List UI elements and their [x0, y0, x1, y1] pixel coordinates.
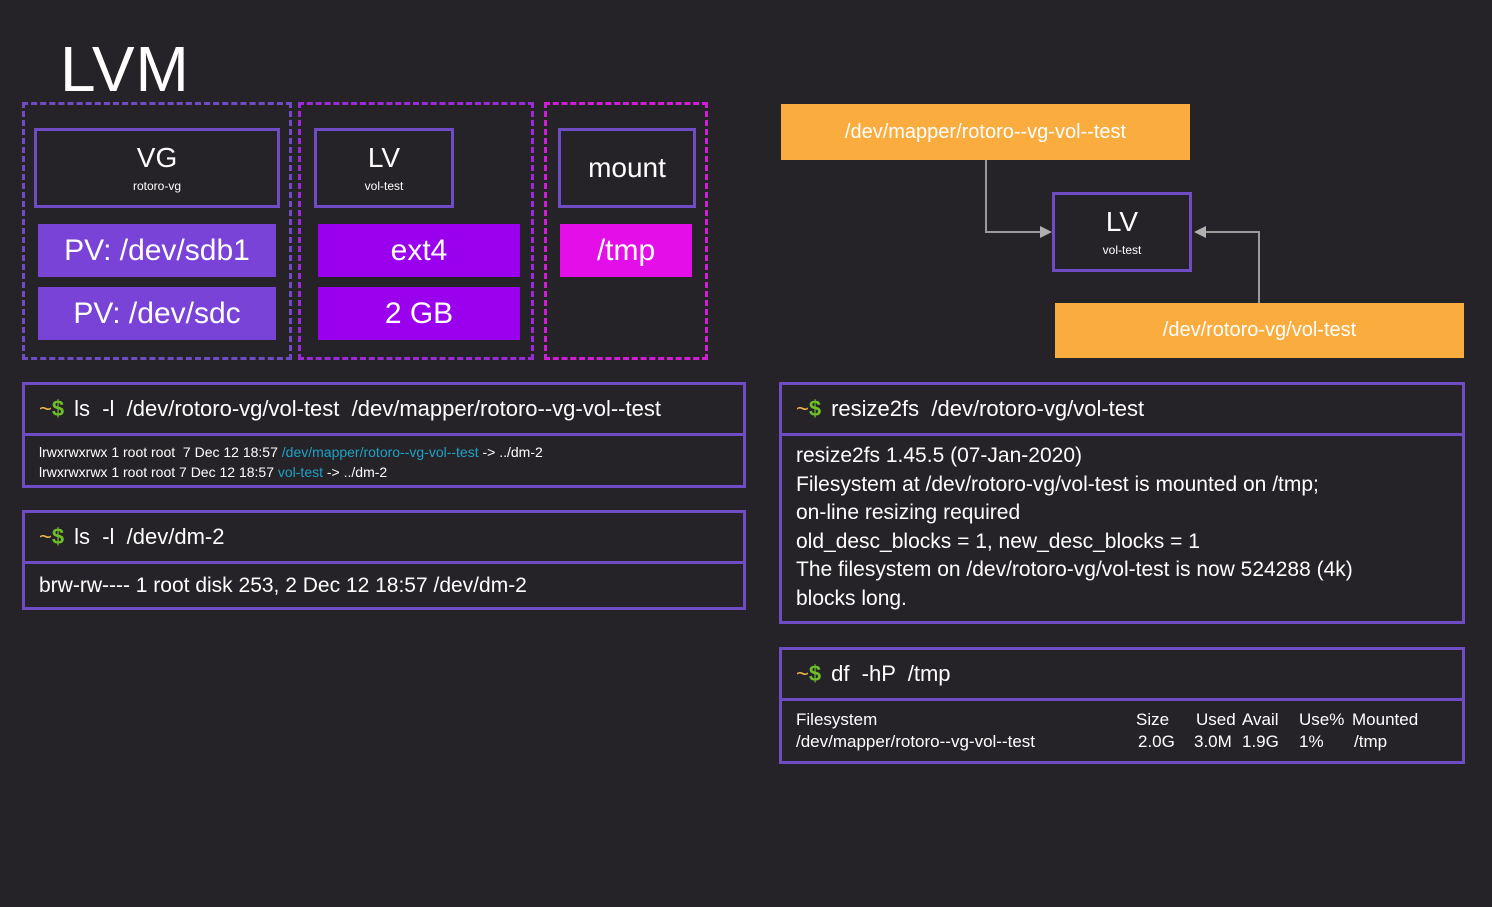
diagram-arrows: [985, 158, 1260, 303]
prompt-tilde: ~: [39, 396, 52, 421]
output-prefix: lrwxrwxrwx 1 root root 7 Dec 12 18:57: [39, 444, 282, 460]
terminal-ls-links: ~$ ls -l /dev/rotoro-vg/vol-test /dev/map…: [22, 382, 746, 488]
command-text: ls -l /dev/dm-2: [74, 524, 225, 549]
terminal-df-output: Filesystem Size Used Avail Use% Mounted …: [782, 701, 1462, 759]
output-line: on-line resizing required: [796, 501, 1021, 525]
df-header-use-percent: Use%: [1299, 710, 1345, 729]
df-avail: 1.9G: [1242, 732, 1279, 751]
mount-group-frame: [544, 102, 708, 360]
arrowhead-left-icon: [1194, 226, 1206, 238]
df-header-avail: Avail: [1242, 710, 1279, 729]
symlink-target: -> ../dm-2: [478, 444, 543, 460]
vgpath-to-lv-connector: [1204, 231, 1260, 303]
output-prefix: lrwxrwxrwx 1 root root 7 Dec 12 18:57: [39, 464, 278, 480]
vg-group-frame: [22, 102, 292, 360]
terminal-ls-dm-output: brw-rw---- 1 root disk 253, 2 Dec 12 18:…: [25, 564, 743, 607]
output-line: old_desc_blocks = 1, new_desc_blocks = 1: [796, 529, 1200, 553]
lv-label: LV: [367, 142, 401, 173]
terminal-ls-dm-command-line: ~$ ls -l /dev/dm-2: [25, 513, 743, 564]
df-mounted: /tmp: [1354, 732, 1388, 751]
diagram-lv-name: vol-test: [1102, 243, 1142, 257]
prompt-dollar: $: [808, 661, 822, 686]
terminal-ls-links-command-line: ~$ ls -l /dev/rotoro-vg/vol-test /dev/map…: [25, 385, 743, 436]
prompt-tilde: ~: [796, 661, 809, 686]
output-line: lrwxrwxrwx 1 root root 7 Dec 12 18:57 /d…: [39, 442, 729, 462]
prompt-tilde: ~: [796, 396, 809, 421]
df-use-percent: 1%: [1299, 732, 1324, 751]
prompt-dollar: $: [808, 396, 822, 421]
arrowhead-right-icon: [1040, 226, 1052, 238]
lv-name: vol-test: [364, 179, 404, 193]
terminal-resize2fs-output: resize2fs 1.45.5 (07-Jan-2020) Filesyste…: [782, 436, 1462, 620]
mount-header: mount: [558, 128, 696, 208]
mapper-to-lv-connector: [985, 158, 1042, 233]
output-line: lrwxrwxrwx 1 root root 7 Dec 12 18:57 vo…: [39, 462, 729, 482]
page-title: LVM: [60, 33, 190, 105]
diagram-lv-label: LV: [1105, 206, 1139, 237]
df-size: 2.0G: [1138, 732, 1175, 751]
df-header-mounted: Mounted: [1352, 710, 1419, 729]
output-line: brw-rw---- 1 root disk 253, 2 Dec 12 18:…: [39, 574, 527, 597]
command-text: df -hP /tmp: [831, 661, 951, 686]
prompt-dollar: $: [51, 396, 65, 421]
vg-name: rotoro-vg: [132, 179, 182, 193]
output-line: Filesystem at /dev/rotoro-vg/vol-test is…: [796, 472, 1319, 496]
vg-label: VG: [136, 142, 178, 173]
df-used: 3.0M: [1194, 732, 1232, 751]
mount-label: mount: [588, 152, 666, 183]
terminal-resize2fs-command-line: ~$ resize2fs /dev/rotoro-vg/vol-test: [782, 385, 1462, 436]
output-line: blocks long.: [796, 586, 907, 610]
df-header-filesystem: Filesystem: [796, 710, 878, 729]
lv-filesystem: ext4: [318, 224, 520, 277]
output-line: The filesystem on /dev/rotoro-vg/vol-tes…: [796, 558, 1353, 582]
terminal-ls-dm: ~$ ls -l /dev/dm-2 brw-rw---- 1 root disk…: [22, 510, 746, 610]
mount-point: /tmp: [560, 224, 692, 277]
prompt-dollar: $: [51, 524, 65, 549]
pv-sdb1: PV: /dev/sdb1: [38, 224, 276, 277]
symlink-name: vol-test: [277, 464, 323, 480]
prompt-tilde: ~: [39, 524, 52, 549]
output-line: resize2fs 1.45.5 (07-Jan-2020): [796, 444, 1082, 467]
df-header-size: Size: [1136, 710, 1170, 729]
diagram-lv-box: LV vol-test: [1052, 192, 1192, 272]
df-filesystem: /dev/mapper/rotoro--vg-vol--test: [796, 732, 1036, 751]
df-data-row: /dev/mapper/rotoro--vg-vol--test 2.0G 3.…: [796, 731, 1448, 753]
terminal-resize2fs: ~$ resize2fs /dev/rotoro-vg/vol-test resi…: [779, 382, 1465, 624]
terminal-df-command-line: ~$ df -hP /tmp: [782, 650, 1462, 701]
symlink-target: -> ../dm-2: [323, 464, 388, 480]
df-header-used: Used: [1196, 710, 1236, 729]
mapper-path-box: /dev/mapper/rotoro--vg-vol--test: [781, 104, 1190, 160]
terminal-df: ~$ df -hP /tmp Filesystem Size Used Avail…: [779, 647, 1465, 764]
command-text: resize2fs /dev/rotoro-vg/vol-test: [831, 396, 1145, 421]
pv-sdc: PV: /dev/sdc: [38, 287, 276, 340]
vg-header: VG rotoro-vg: [34, 128, 280, 208]
lv-header: LV vol-test: [314, 128, 454, 208]
vg-path-box: /dev/rotoro-vg/vol-test: [1055, 303, 1464, 358]
df-header-row: Filesystem Size Used Avail Use% Mounted: [796, 709, 1448, 731]
terminal-ls-links-output: lrwxrwxrwx 1 root root 7 Dec 12 18:57 /d…: [25, 436, 743, 488]
lv-size: 2 GB: [318, 287, 520, 340]
command-text: ls -l /dev/rotoro-vg/vol-test /dev/mappe…: [74, 396, 661, 421]
lv-group-frame: [298, 102, 534, 360]
symlink-name: /dev/mapper/rotoro--vg-vol--test: [281, 444, 479, 460]
